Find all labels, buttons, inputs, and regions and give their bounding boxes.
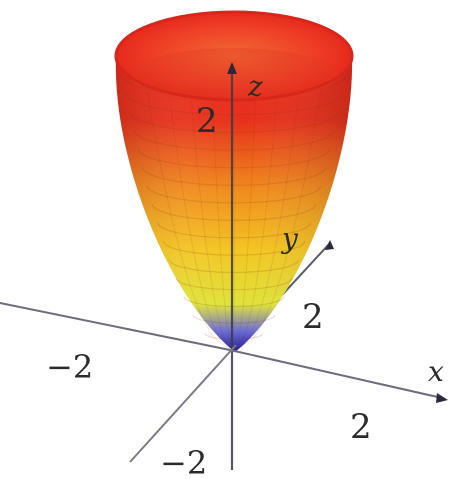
surface-mesh-band (146, 185, 322, 204)
y-tick-2: 2 (302, 297, 324, 337)
y-tick-neg2: −2 (160, 444, 207, 479)
surface-mesh-meridian (233, 55, 281, 353)
surface-mesh-band (133, 129, 335, 151)
surface-mesh-band (204, 333, 264, 340)
x-axis-line-front (229, 349, 443, 399)
surface-mesh-band (129, 111, 339, 133)
surface-mesh-band (156, 222, 312, 239)
surface-mesh-meridian (187, 55, 235, 353)
z-tick-2: 2 (196, 101, 218, 141)
surface-mesh-band (125, 92, 343, 116)
surface-mesh-band (175, 277, 293, 291)
surface-mesh-meridian (164, 55, 235, 353)
paraboloid-surface (114, 10, 354, 353)
surface-mesh-band (151, 203, 317, 221)
y-axis-line-front (129, 344, 237, 463)
surface-mesh-band (162, 240, 306, 256)
surface-mesh-band (192, 314, 276, 324)
surface-mesh-band (168, 259, 300, 274)
surface-mesh-band (137, 148, 331, 169)
surface-mesh-meridian (141, 55, 235, 353)
surface-mesh-band (141, 166, 327, 186)
x-axis-arrowhead (436, 393, 448, 403)
z-axis-label: z (247, 70, 263, 103)
surface-mesh-band (183, 296, 285, 308)
x-tick-2: 2 (350, 407, 372, 447)
x-axis-label: x (428, 355, 444, 388)
x-tick-neg2: −2 (46, 348, 93, 386)
x-axis-line-back (0, 302, 231, 351)
surface-mesh-meridian (210, 55, 235, 353)
y-axis-arrowhead (325, 240, 334, 250)
y-axis-label: y (280, 222, 299, 255)
surface-mesh-meridian (233, 55, 304, 353)
surface-mesh-meridian (233, 55, 258, 353)
z-axis-arrowhead (227, 62, 237, 74)
surface-mesh-meridian (233, 55, 327, 353)
